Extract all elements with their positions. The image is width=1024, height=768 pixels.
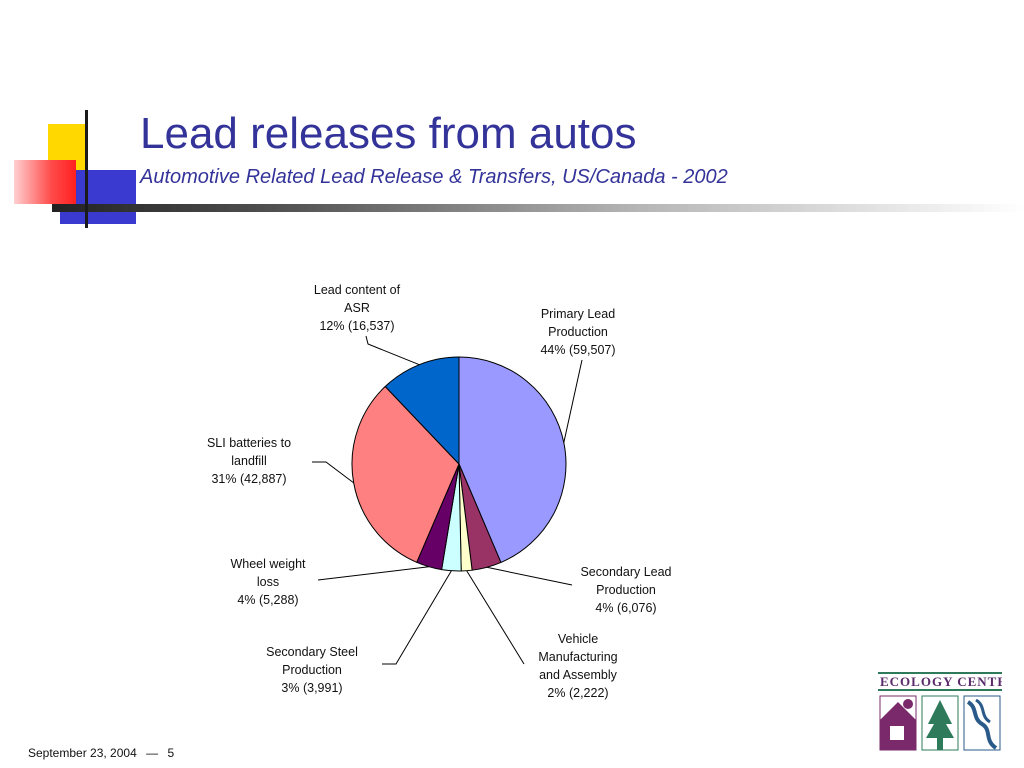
footer-separator: — bbox=[146, 746, 159, 760]
leader-line-6 bbox=[365, 335, 420, 366]
slide-subtitle: Automotive Related Lead Release & Transf… bbox=[140, 166, 728, 188]
slice-label-5-line-1: landfill bbox=[231, 454, 266, 468]
slice-label-1-line-0: Secondary Lead bbox=[580, 565, 671, 579]
slice-label-3-line-2: 3% (3,991) bbox=[281, 681, 342, 695]
slice-label-2-line-0: Vehicle bbox=[558, 632, 598, 646]
slice-label-1-line-2: 4% (6,076) bbox=[595, 601, 656, 615]
leader-line-3 bbox=[382, 570, 452, 665]
leader-line-1 bbox=[486, 566, 573, 586]
logo-tree-icon bbox=[921, 695, 959, 751]
ecology-center-logo: ECOLOGY CENTER bbox=[878, 672, 1002, 751]
slice-label-6-line-2: 12% (16,537) bbox=[319, 319, 394, 333]
slice-label-4: Wheel weight loss 4% (5,288) bbox=[230, 557, 306, 607]
pie-slice-5 bbox=[351, 385, 460, 563]
slide-title: Lead releases from autos bbox=[140, 109, 637, 158]
slice-label-4-line-1: loss bbox=[257, 575, 279, 589]
slice-label-5: SLI batteries to landfill 31% (42,887) bbox=[207, 436, 291, 486]
decor-red-square bbox=[14, 160, 76, 204]
slice-label-0-line-1: Production bbox=[548, 325, 608, 339]
slice-label-6: Lead content of ASR 12% (16,537) bbox=[314, 283, 401, 333]
slice-label-1-line-1: Production bbox=[596, 583, 656, 597]
slice-label-3-line-1: Production bbox=[282, 663, 342, 677]
slice-label-4-line-0: Wheel weight bbox=[230, 557, 306, 571]
leader-line-0 bbox=[563, 359, 583, 443]
slice-label-0-line-0: Primary Lead bbox=[541, 307, 615, 321]
pie-slices bbox=[351, 356, 567, 572]
leader-line-2 bbox=[466, 570, 525, 665]
slide-footer: September 23, 2004 — 5 bbox=[28, 746, 180, 760]
slice-label-3-line-0: Secondary Steel bbox=[266, 645, 358, 659]
slice-label-4-line-2: 4% (5,288) bbox=[237, 593, 298, 607]
slice-label-6-line-0: Lead content of bbox=[314, 283, 401, 297]
slice-label-6-line-1: ASR bbox=[344, 301, 370, 315]
slice-label-2-line-2: and Assembly bbox=[539, 668, 618, 682]
slice-label-0-line-2: 44% (59,507) bbox=[540, 343, 615, 357]
footer-date: September 23, 2004 bbox=[28, 746, 137, 760]
logo-wordmark: ECOLOGY CENTER bbox=[880, 674, 1002, 689]
pie-slice-0 bbox=[458, 356, 567, 564]
slice-label-5-line-2: 31% (42,887) bbox=[211, 472, 286, 486]
page-number: 5 bbox=[167, 746, 175, 760]
title-underline-rule bbox=[52, 204, 1024, 212]
slice-label-2-line-1: Manufacturing bbox=[538, 650, 617, 664]
slice-label-5-line-0: SLI batteries to bbox=[207, 436, 291, 450]
logo-water-icon bbox=[963, 695, 1001, 751]
leader-line-5 bbox=[312, 461, 355, 484]
leader-line-4 bbox=[317, 566, 429, 581]
logo-house-icon bbox=[879, 695, 917, 751]
decor-vertical-rule bbox=[85, 110, 88, 228]
slice-label-2-line-3: 2% (2,222) bbox=[547, 686, 608, 700]
pie-leader-lines bbox=[312, 335, 583, 665]
